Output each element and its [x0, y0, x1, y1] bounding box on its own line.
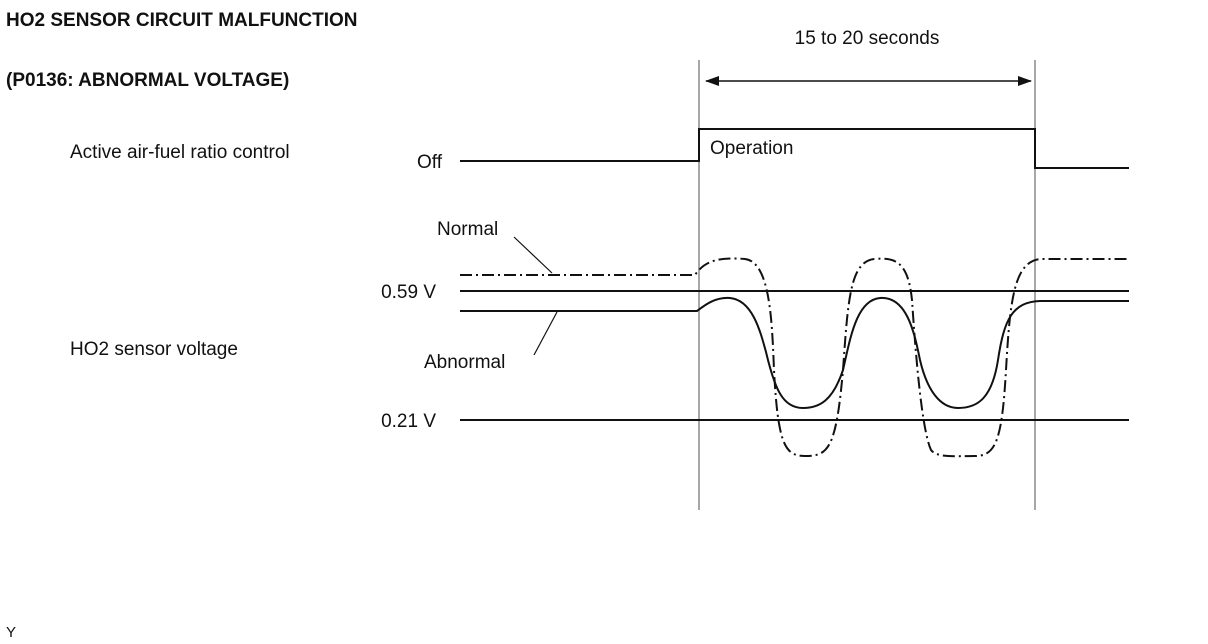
diagram-subtitle: (P0136: ABNORMAL VOLTAGE) — [6, 70, 289, 91]
abnormal-label: Abnormal — [424, 352, 505, 373]
normal-voltage-trace — [460, 257, 1129, 458]
operation-label: Operation — [710, 138, 793, 159]
abnormal-voltage-trace — [460, 296, 1129, 410]
duration-label: 15 to 20 seconds — [795, 28, 940, 49]
threshold-low-label: 0.21 V — [381, 411, 436, 432]
threshold-high-label: 0.59 V — [381, 282, 436, 303]
diagram-title: HO2 SENSOR CIRCUIT MALFUNCTION — [6, 10, 358, 31]
control-signal-line — [460, 128, 1129, 169]
corner-mark: Y — [6, 624, 16, 641]
off-label: Off — [417, 152, 443, 173]
active-control-label: Active air-fuel ratio control — [70, 142, 290, 163]
sensor-voltage-label: HO2 sensor voltage — [70, 339, 238, 360]
normal-label: Normal — [437, 219, 498, 240]
abnormal-leader-line — [533, 311, 558, 356]
normal-leader-line — [513, 236, 553, 274]
